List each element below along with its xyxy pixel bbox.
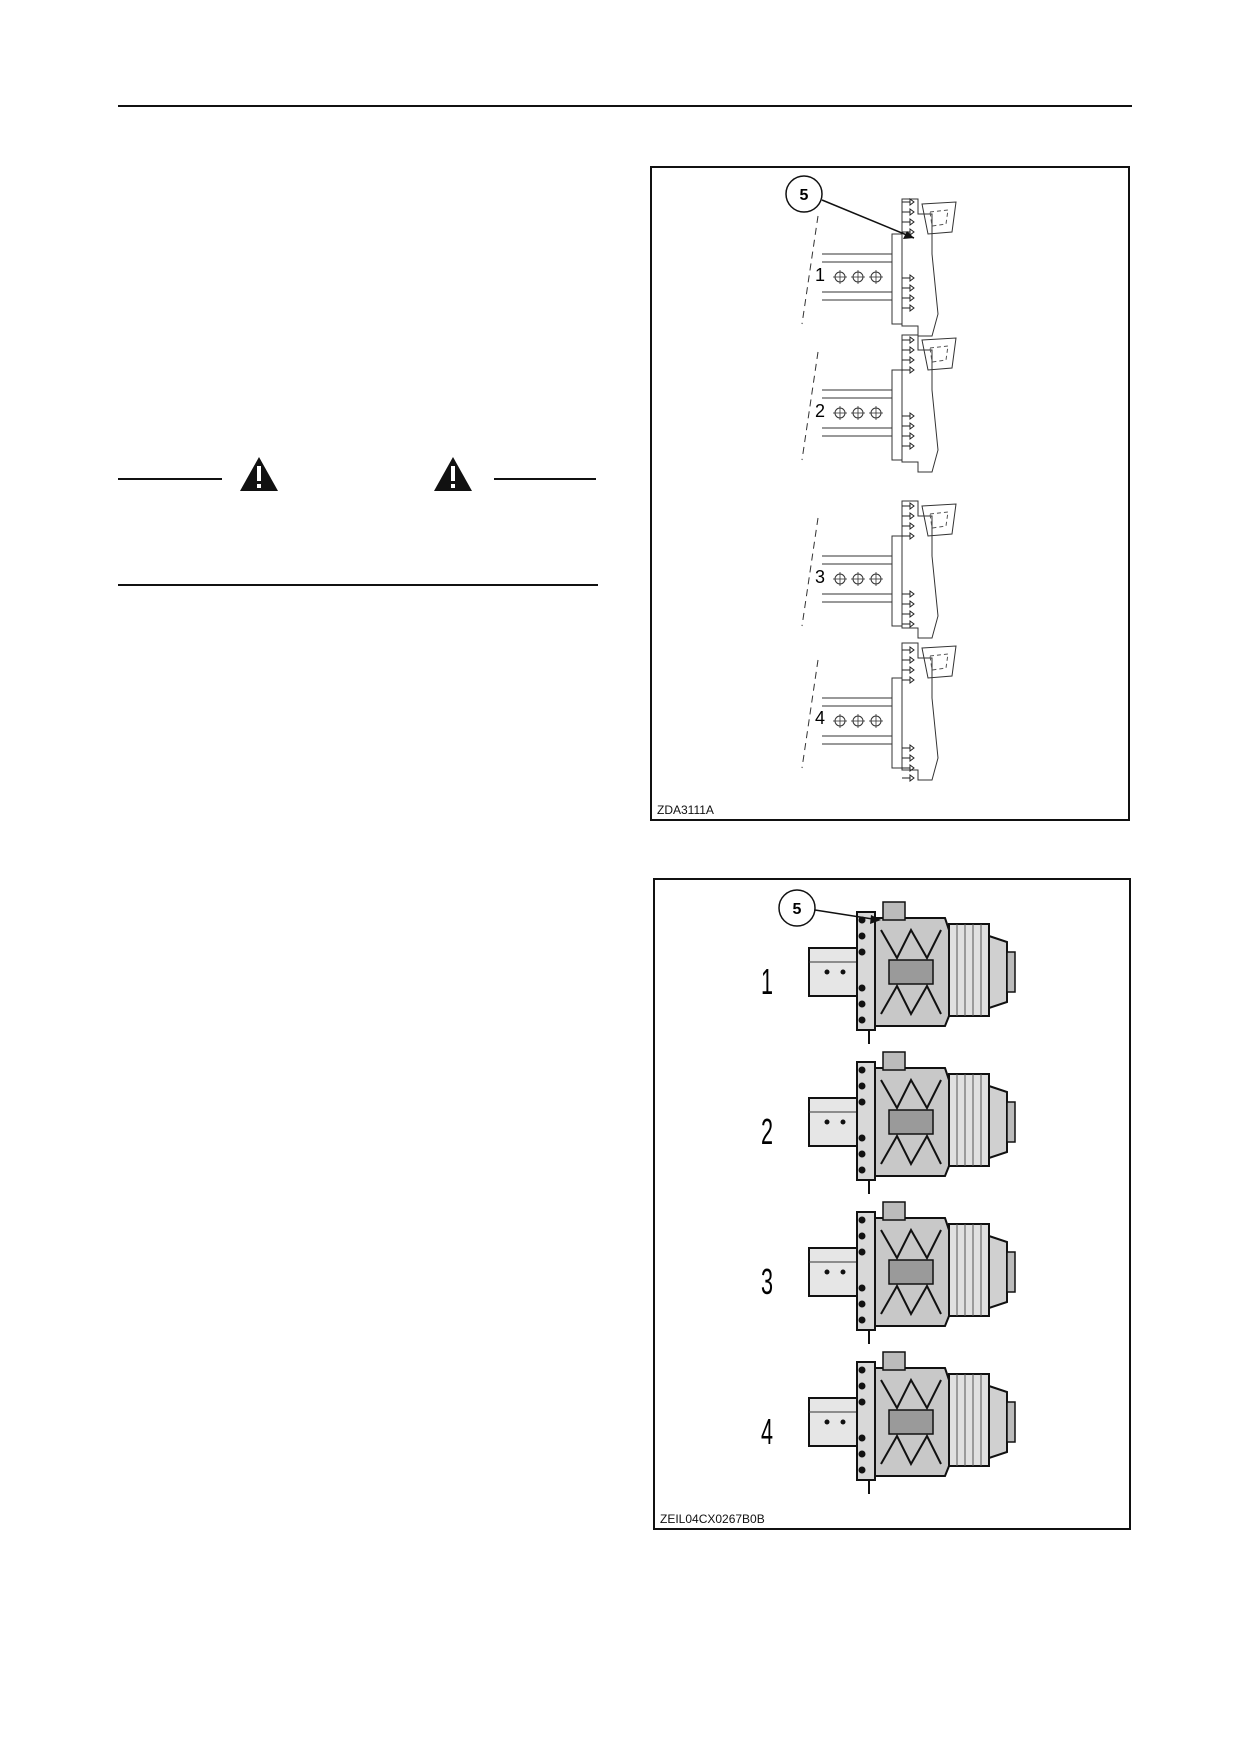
warning-banner	[118, 456, 596, 496]
warning-rule-right	[494, 478, 596, 480]
figure-code: ZDA3111A	[657, 803, 714, 817]
callout-arrowhead	[903, 231, 914, 239]
row-label: 4	[815, 708, 825, 728]
row-label: 3	[761, 1262, 773, 1302]
callout-label: 5	[800, 187, 809, 204]
row-label: 2	[761, 1112, 773, 1152]
warning-triangle-icon	[434, 457, 472, 491]
callout-label: 5	[793, 901, 802, 918]
figure-mounting-diagram: 5 1 2 3 4 ZDA3111A	[650, 166, 1130, 821]
callout-circle	[785, 175, 823, 213]
callout-leader	[821, 199, 915, 239]
figure-assembly-renderings: 5 1 2 3 4 ZEIL04CX0267B0B	[653, 878, 1131, 1530]
row-label: 1	[815, 265, 825, 285]
assembly-rendering-4	[808, 1351, 1016, 1495]
assembly-rendering-2	[808, 1051, 1016, 1195]
row-label: 2	[815, 401, 825, 421]
assembly-drawing-2	[802, 335, 956, 472]
assembly-drawing-4	[802, 643, 956, 782]
callout-arrowhead	[870, 915, 881, 924]
assembly-rendering-3	[808, 1201, 1016, 1345]
assembly-renderings: 5 1 2 3 4	[761, 889, 1016, 1495]
assembly-drawing-1	[802, 198, 956, 336]
warning-bottom-rule	[118, 584, 598, 586]
assembly-drawing-3	[802, 501, 956, 638]
assembly-rendering-1	[808, 901, 1016, 1045]
header-rule	[118, 105, 1132, 107]
callout-circle	[778, 889, 816, 927]
warning-triangle-icon	[240, 457, 278, 491]
row-label: 3	[815, 567, 825, 587]
mounting-line-drawing: 5 1 2 3 4	[785, 175, 1128, 782]
figure-code: ZEIL04CX0267B0B	[660, 1512, 765, 1526]
row-label: 1	[761, 962, 773, 1002]
callout-leader	[814, 909, 880, 921]
row-label: 4	[761, 1412, 773, 1452]
warning-rule-left	[118, 478, 222, 480]
